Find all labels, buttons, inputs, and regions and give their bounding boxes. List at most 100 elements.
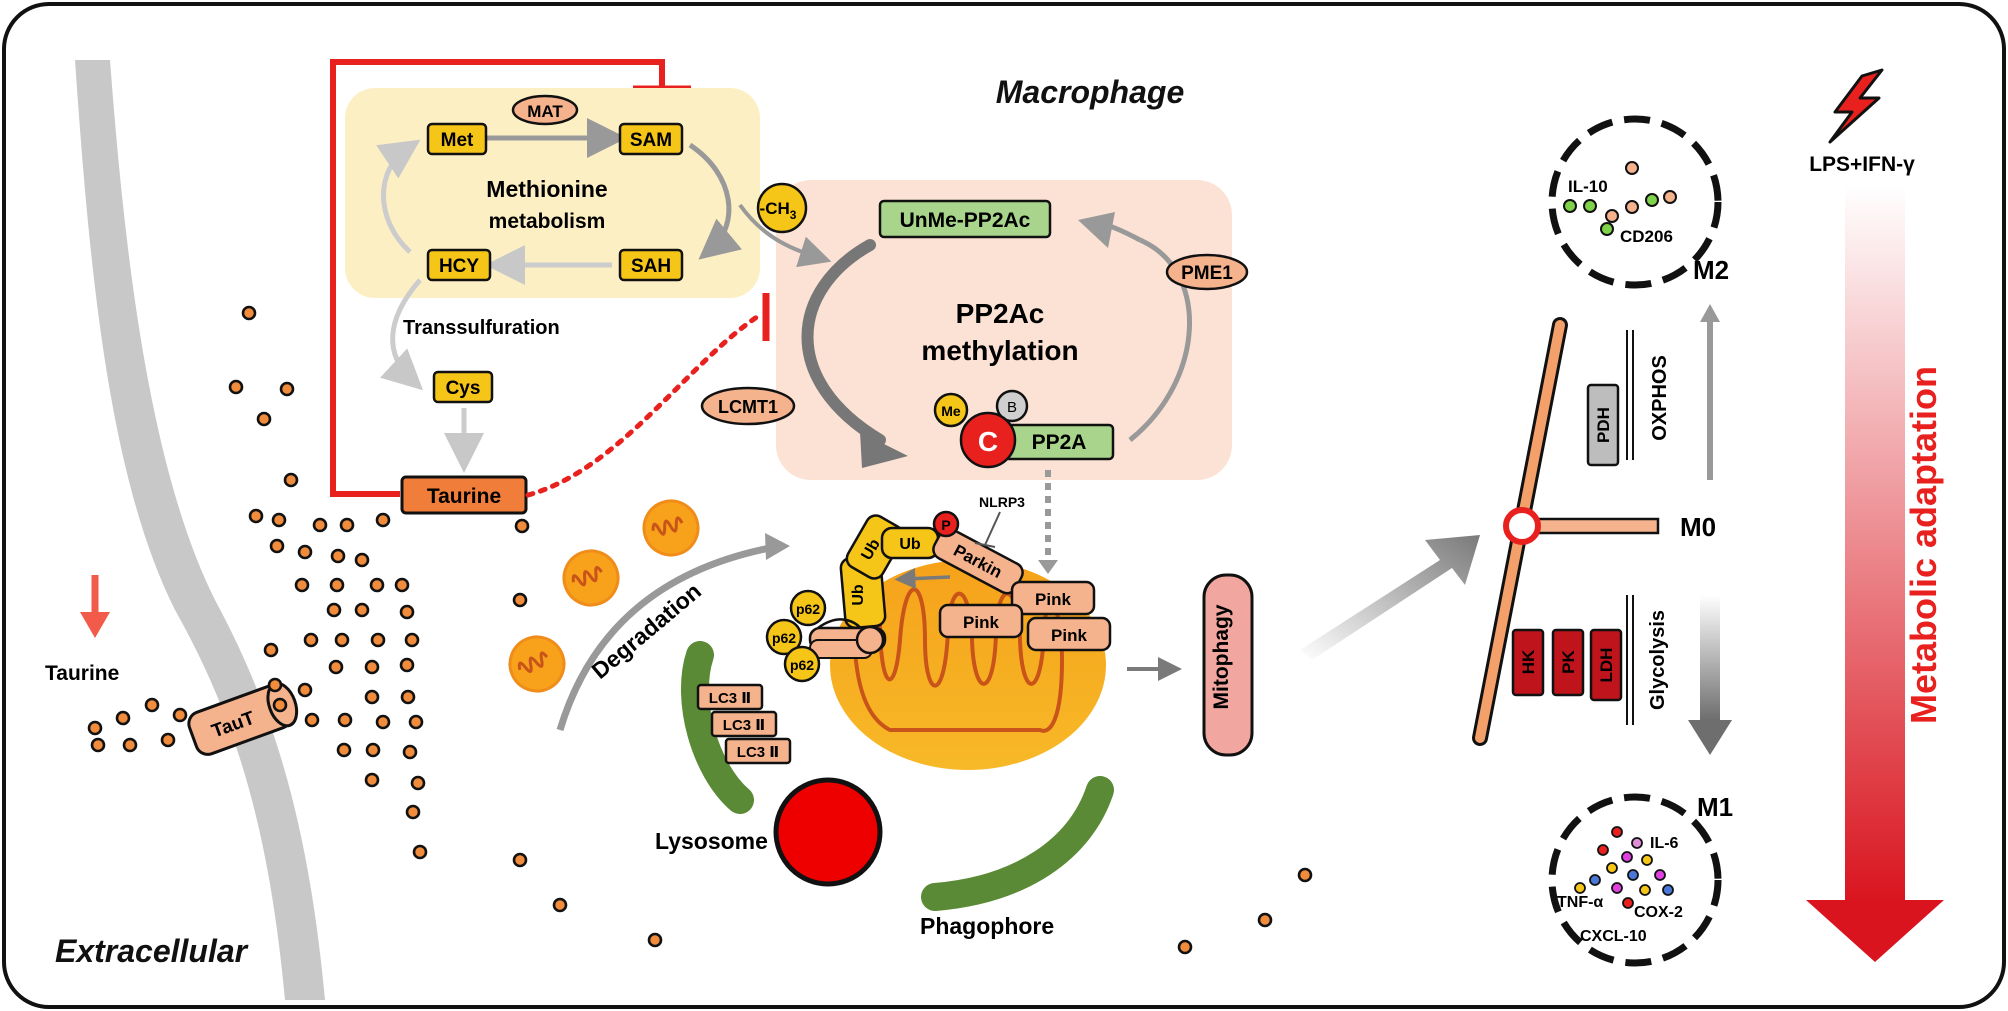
svg-text:SAH: SAH — [631, 256, 671, 277]
il6-label: IL-6 — [1650, 835, 1679, 852]
taut-transporter: TauT — [187, 681, 299, 756]
arrow-sam-sah — [688, 142, 743, 260]
svg-text:Me: Me — [941, 403, 961, 419]
lps-label: LPS+IFN-γ — [1809, 153, 1915, 176]
cox2-label: COX-2 — [1634, 904, 1683, 921]
pp2ac-subtitle: methylation — [921, 335, 1078, 366]
sah-node: SAH — [618, 248, 684, 282]
lc3-stack: LC3 Ⅱ LC3 Ⅱ LC3 Ⅱ — [696, 683, 792, 765]
arrow-ch3 — [738, 203, 832, 268]
lysosome-label: Lysosome — [655, 828, 768, 854]
phagophore-membrane — [921, 776, 1114, 911]
lysosome-membrane — [680, 641, 754, 814]
ldh-node: LDH — [1589, 628, 1623, 702]
pp2a-complex: PP2A B C Me — [933, 389, 1115, 469]
taurine-extracellular-label: Taurine — [45, 662, 119, 685]
svg-text:PK: PK — [1559, 649, 1578, 673]
sam-node: SAM — [618, 122, 684, 156]
pp2a-panel — [776, 180, 1232, 480]
svg-text:MAT: MAT — [527, 102, 563, 121]
il10-label: IL-10 — [1568, 177, 1608, 196]
svg-text:UnMe-PP2Ac: UnMe-PP2Ac — [900, 209, 1031, 232]
svg-text:Met: Met — [441, 130, 474, 151]
svg-text:LCMT1: LCMT1 — [718, 397, 778, 417]
svg-text:HK: HK — [1519, 649, 1538, 674]
glycolysis-label: Glycolysis — [1647, 610, 1669, 710]
oxphos-arrow-head — [1700, 304, 1720, 322]
arrow-methylation-head — [860, 432, 908, 468]
arrow-demethylation — [1128, 237, 1193, 442]
pivot-node — [1503, 507, 1541, 545]
hcy-node: HCY — [426, 248, 492, 282]
svg-text:PDH: PDH — [1594, 407, 1613, 443]
tnfa-label: TNF-α — [1557, 894, 1603, 911]
glycolysis-arrow-head — [1688, 720, 1732, 755]
pp2ac-title: PP2Ac — [956, 298, 1045, 329]
ub-chain: Ub Ub Ub — [839, 514, 940, 630]
nlrp3-label: NLRP3 — [979, 494, 1025, 510]
pk-node: PK — [1551, 628, 1585, 697]
pme1-enzyme: PME1 — [1165, 253, 1249, 291]
m2-label: M2 — [1693, 255, 1729, 285]
taurine-inhibition-dotted — [525, 312, 763, 498]
pink-node-2: Pink — [938, 603, 1024, 639]
svg-text:PP2A: PP2A — [1032, 431, 1087, 454]
svg-text:p62: p62 — [772, 630, 796, 646]
svg-text:C: C — [978, 426, 998, 457]
hk-node: HK — [1511, 628, 1545, 697]
arrow-methylation — [801, 239, 886, 446]
m2-markers — [1563, 161, 1677, 236]
methionine-subtitle: metabolism — [489, 210, 606, 233]
m1-label: M1 — [1697, 792, 1733, 822]
svg-text:B: B — [1007, 399, 1017, 416]
svg-text:LC3 Ⅱ: LC3 Ⅱ — [723, 717, 765, 734]
cxcl10-label: CXCL-10 — [1580, 928, 1647, 945]
arrow-parkin-ub — [894, 568, 951, 590]
m1-markers — [1574, 826, 1674, 909]
svg-text:SAM: SAM — [630, 130, 672, 151]
extracellular-label: Extracellular — [55, 933, 249, 969]
met-node: Met — [426, 122, 488, 156]
lightning-icon — [1828, 68, 1884, 144]
phospho-node: P — [932, 510, 960, 538]
methionine-title: Methionine — [486, 176, 607, 202]
glycolysis-arrow — [1700, 595, 1720, 720]
pink-node-1: Pink — [1010, 580, 1096, 616]
metabolic-adaptation-label: Metabolic adaptation — [1903, 366, 1944, 724]
nlrp3-inhibition — [984, 511, 1001, 546]
svg-text:P: P — [941, 517, 950, 533]
polarization-arrow — [1300, 535, 1480, 660]
svg-text:Pink: Pink — [1035, 590, 1071, 609]
mitophagy-node: Mitophagy — [1202, 573, 1254, 757]
svg-text:Taurine: Taurine — [427, 485, 501, 508]
ch3-node: -CH3 — [756, 182, 808, 234]
taurine-node: Taurine — [400, 475, 528, 515]
metabolic-adaptation-head — [1806, 900, 1944, 962]
svg-text:LC3 Ⅱ: LC3 Ⅱ — [737, 744, 779, 761]
svg-text:HCY: HCY — [439, 256, 479, 277]
svg-text:Mitophagy: Mitophagy — [1210, 604, 1233, 709]
cell-membrane — [75, 60, 325, 1000]
phagophore-label: Phagophore — [920, 913, 1054, 939]
arrow-hcy-met — [376, 139, 421, 254]
p62-cluster: p62 p62 p62 — [765, 589, 887, 683]
pdh-node: PDH — [1586, 383, 1620, 467]
degradation-arrow-head — [765, 533, 790, 560]
svg-text:-CH3: -CH3 — [760, 199, 797, 222]
svg-text:Ub: Ub — [899, 536, 921, 553]
cd206-label: CD206 — [1620, 227, 1673, 246]
svg-text:LDH: LDH — [1597, 648, 1616, 683]
nlrp3-inhibition-bar — [974, 542, 996, 548]
transsulfuration-label: Transsulfuration — [403, 317, 560, 339]
svg-text:Pink: Pink — [963, 613, 999, 632]
metabolic-adaptation-arrow — [1845, 185, 1905, 905]
svg-text:LC3 Ⅱ: LC3 Ⅱ — [709, 690, 751, 707]
mat-enzyme: MAT — [511, 94, 579, 126]
svg-text:Pink: Pink — [1051, 626, 1087, 645]
taurine-feedback-line — [330, 59, 665, 497]
svg-text:PME1: PME1 — [1181, 263, 1233, 284]
svg-text:p62: p62 — [790, 657, 814, 673]
svg-text:Ub: Ub — [850, 584, 867, 606]
